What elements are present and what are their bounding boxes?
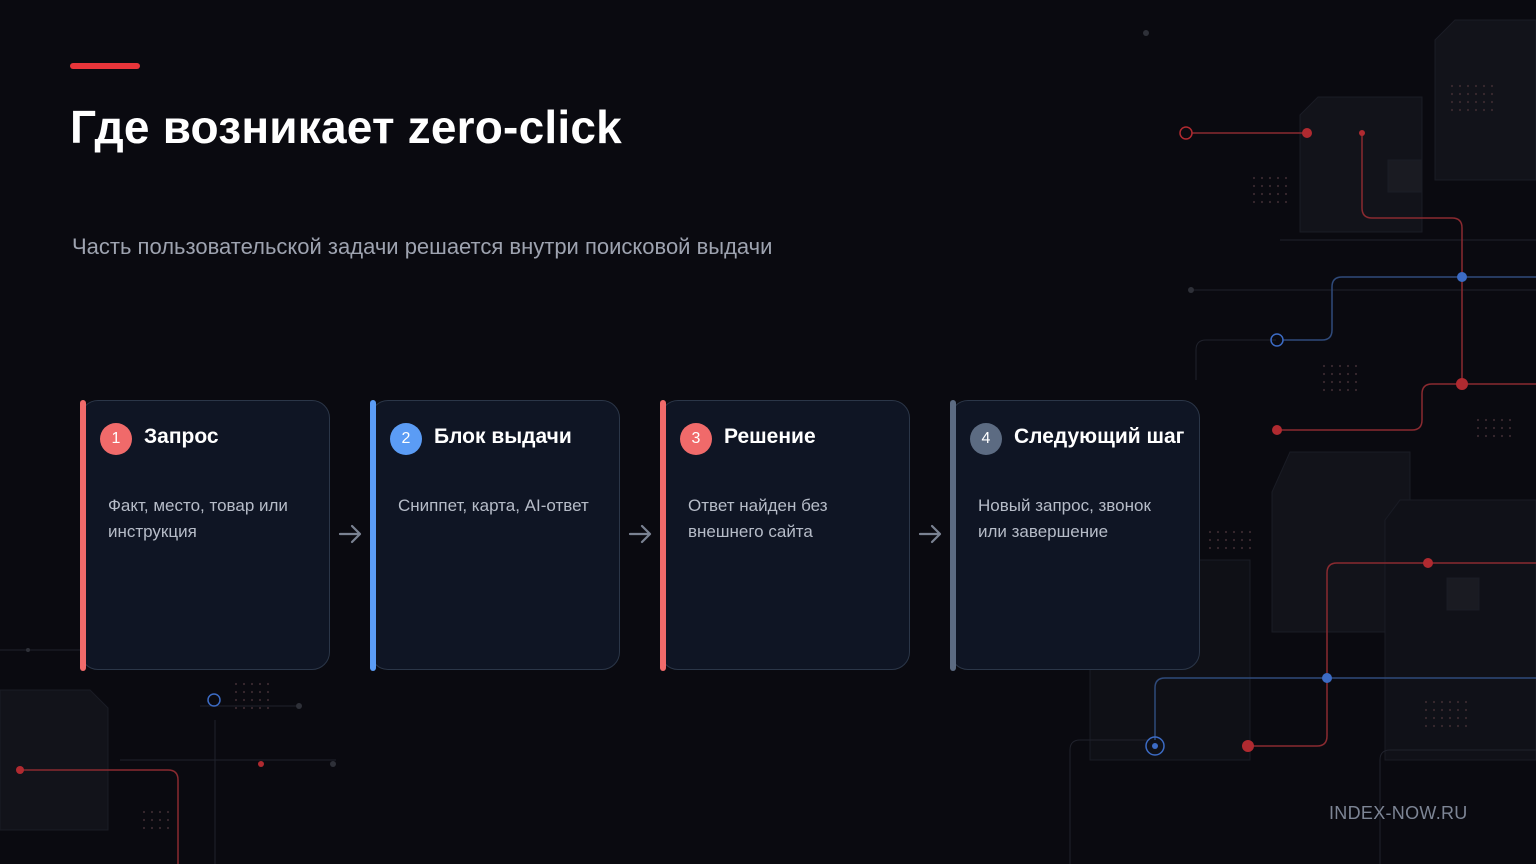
arrow-right-icon xyxy=(628,524,652,544)
step-number-badge: 2 xyxy=(390,423,422,455)
step-number-badge: 4 xyxy=(970,423,1002,455)
arrow-right-icon xyxy=(918,524,942,544)
step-description: Ответ найден без внешнего сайта xyxy=(688,496,828,541)
arrow-right-icon xyxy=(338,524,362,544)
step-title: Решение xyxy=(724,425,816,448)
page-title: Где возникает zero-click xyxy=(70,101,622,153)
step-card-solution: 3 Решение Ответ найден без внешнего сайт… xyxy=(659,399,910,671)
step-stripe xyxy=(369,399,376,671)
footer-brand: INDEX-NOW.RU xyxy=(1329,803,1468,823)
step-card-next-step: 4 Следующий шаг Новый запрос, звонок или… xyxy=(949,399,1200,671)
step-title: Следующий шаг xyxy=(1014,425,1185,448)
step-description: Новый запрос, звонок или завершение xyxy=(978,496,1151,541)
step-title: Запрос xyxy=(144,425,219,448)
step-number-badge: 1 xyxy=(100,423,132,455)
step-stripe xyxy=(949,399,956,671)
page-subtitle: Часть пользовательской задачи решается в… xyxy=(72,234,773,259)
step-number-badge: 3 xyxy=(680,423,712,455)
step-description: Сниппет, карта, AI-ответ xyxy=(398,496,589,515)
step-card-query: 1 Запрос Факт, место, товар или инструкц… xyxy=(79,399,330,671)
step-card-serp-block: 2 Блок выдачи Сниппет, карта, AI-ответ xyxy=(369,399,620,671)
step-title: Блок выдачи xyxy=(434,425,572,448)
step-stripe xyxy=(659,399,666,671)
accent-bar xyxy=(70,63,140,69)
step-stripe xyxy=(79,399,86,671)
step-description: Факт, место, товар или инструкция xyxy=(108,496,288,541)
